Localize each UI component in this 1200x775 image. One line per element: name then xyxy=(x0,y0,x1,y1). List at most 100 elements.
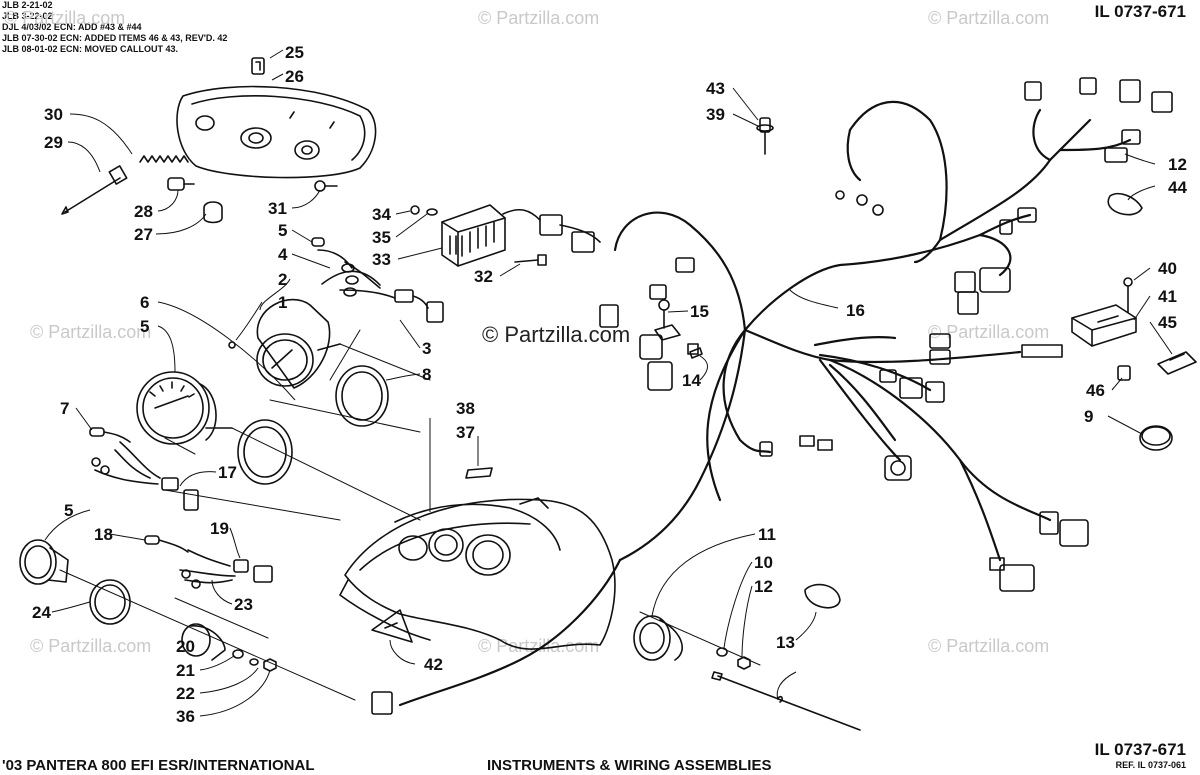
harness-connectors xyxy=(371,77,1173,715)
speedometer-cable-part-13 xyxy=(711,671,861,731)
fuel-gauge-part-17 xyxy=(19,539,69,585)
callout-labels: 25 26 30 29 28 27 31 34 35 33 32 5 4 2 1… xyxy=(32,43,1187,726)
lockwasher-part-21 xyxy=(249,658,259,666)
callout-label: 46 xyxy=(1086,381,1105,400)
nut-part-10 xyxy=(737,656,751,670)
callout-label: 36 xyxy=(176,707,195,726)
callout-label: 10 xyxy=(754,553,773,572)
washer-part-20 xyxy=(232,649,244,659)
clip-part-25 xyxy=(251,57,265,75)
spacer-part-45 xyxy=(1117,365,1131,381)
callout-label: 7 xyxy=(60,399,69,418)
gauge-harness-part-18 xyxy=(144,535,273,589)
spring-part-30 xyxy=(139,155,189,163)
callout-label: 33 xyxy=(372,250,391,269)
dash-panel-part-36 xyxy=(339,497,616,650)
callout-label: 26 xyxy=(285,67,304,86)
model-title: '03 PANTERA 800 EFI ESR/INTERNATIONAL xyxy=(2,757,315,774)
callout-label: 22 xyxy=(176,684,195,703)
revision-note: DJL 4/03/02 ECN: ADD #43 & #44 xyxy=(2,22,142,32)
callout-label: 8 xyxy=(422,365,431,384)
reference-id: REF. IL 0737-061 xyxy=(1115,760,1186,770)
screw-part-34 xyxy=(410,205,420,215)
instrument-pod-lens xyxy=(176,85,377,179)
tachometer-part-1 xyxy=(228,298,341,389)
watermark: © Partzilla.com xyxy=(30,636,152,656)
callout-label: 34 xyxy=(372,205,391,224)
callout-label: 18 xyxy=(94,525,113,544)
callout-label: 1 xyxy=(278,293,287,312)
callout-label: 38 xyxy=(456,399,475,418)
screw-part-29 xyxy=(61,165,128,215)
callout-label: 45 xyxy=(1158,313,1177,332)
section-title: INSTRUMENTS & WIRING ASSEMBLIES xyxy=(487,757,772,774)
bolt-part-32 xyxy=(514,254,547,266)
callout-label: 13 xyxy=(776,633,795,652)
watermark: © Partzilla.com xyxy=(928,322,1050,342)
callout-label: 32 xyxy=(474,267,493,286)
watermark-center: © Partzilla.com xyxy=(482,322,631,347)
callout-label: 43 xyxy=(706,79,725,98)
grommet-part-27 xyxy=(203,201,223,224)
speedometer-part-6 xyxy=(136,371,233,445)
screw-part-39 xyxy=(654,299,681,341)
callout-label: 4 xyxy=(278,245,288,264)
revision-note: JLB 08-01-02 ECN: MOVED CALLOUT 43. xyxy=(2,44,179,54)
warning-decal-part-37 xyxy=(371,609,413,643)
washer-part-35 xyxy=(426,208,438,216)
callout-label: 5 xyxy=(140,317,149,336)
sensor-part-42 xyxy=(756,117,774,155)
callout-label: 11 xyxy=(758,525,776,544)
callout-label: 12 xyxy=(754,577,773,596)
clamp-part-12 xyxy=(804,583,841,609)
callout-label: 25 xyxy=(285,43,304,62)
callout-label: 5 xyxy=(278,221,287,240)
watermark: © Partzilla.com xyxy=(30,322,152,342)
watermark: © Partzilla.com xyxy=(928,636,1050,656)
disc-part-46 xyxy=(1139,425,1173,451)
callout-label: 24 xyxy=(32,603,51,622)
control-module-part-40 xyxy=(1071,304,1137,347)
nut-part-22 xyxy=(263,658,277,672)
callout-label: 17 xyxy=(218,463,237,482)
callout-label: 28 xyxy=(134,202,153,221)
callout-label: 42 xyxy=(424,655,443,674)
watermark: © Partzilla.com xyxy=(478,8,600,28)
callout-label: 19 xyxy=(210,519,229,538)
callout-label: 40 xyxy=(1158,259,1177,278)
callout-label: 14 xyxy=(682,371,701,390)
screw-part-44 xyxy=(1123,277,1133,313)
regulator-module-part-33 xyxy=(441,204,601,267)
ring-terminal-part-31 xyxy=(314,180,338,192)
callout-label: 15 xyxy=(690,302,709,321)
pad-part-41 xyxy=(1157,351,1197,375)
callout-label: 5 xyxy=(64,501,73,520)
washer-part-11 xyxy=(716,647,728,657)
callout-label: 30 xyxy=(44,105,63,124)
callout-label: 6 xyxy=(140,293,149,312)
gauge-housing-part-24 xyxy=(181,623,226,661)
connector-part-15 xyxy=(689,347,703,359)
illustration-id-bottom: IL 0737-671 xyxy=(1094,740,1186,759)
bezel-ring-part-23 xyxy=(89,579,131,625)
callout-label: 35 xyxy=(372,228,391,247)
illustration-id-top: IL 0737-671 xyxy=(1094,2,1186,21)
callout-label: 2 xyxy=(278,270,287,289)
watermark: © Partzilla.com xyxy=(478,636,600,656)
callout-label: 27 xyxy=(134,225,153,244)
callout-label: 44 xyxy=(1168,178,1187,197)
callout-label: 16 xyxy=(846,301,865,320)
callout-label: 9 xyxy=(1084,407,1093,426)
callout-label: 23 xyxy=(234,595,253,614)
decal-part-38 xyxy=(465,467,493,479)
revision-notes: JLB 2-21-02 JLB 3-22-02 DJL 4/03/02 ECN:… xyxy=(2,0,227,55)
callout-label: 21 xyxy=(176,661,195,680)
callout-label: 41 xyxy=(1158,287,1177,306)
main-wiring-harness-part-14 xyxy=(398,100,1132,707)
bezel-ring-part-8 xyxy=(237,419,293,485)
revision-note: JLB 2-21-02 xyxy=(2,0,53,10)
callout-label: 39 xyxy=(706,105,725,124)
revision-note: JLB 3-22-02 xyxy=(2,11,53,21)
clamp-part-12 xyxy=(1107,192,1143,216)
